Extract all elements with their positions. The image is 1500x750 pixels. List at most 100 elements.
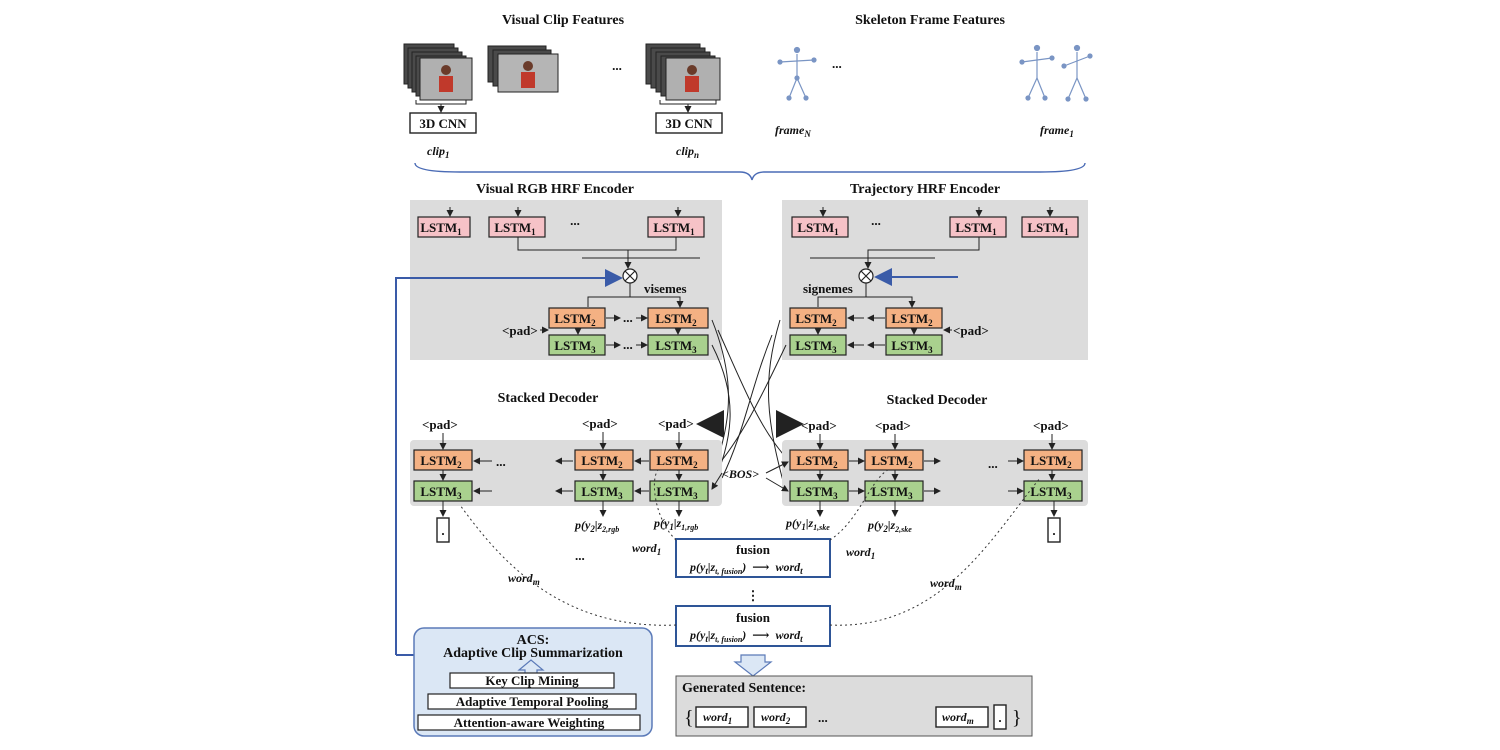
svg-text:LSTM2: LSTM2 [795,311,837,328]
left-encoder-lstm3-b: LSTM3 [647,334,709,356]
svg-text:word1: word1 [703,710,732,726]
sentence-brace-open: { [684,707,694,729]
svg-text:.: . [441,523,444,538]
clip-stack-n [645,43,721,101]
right-decoder-pad-1: <pad> [801,418,837,433]
right-decoder-ellipsis: ... [988,456,998,471]
generated-sentence-panel: Generated Sentence: { word1 word2 ... wo… [675,675,1033,737]
svg-text:fusion: fusion [736,610,771,625]
skeleton-frame-features-title: Skeleton Frame Features [855,13,1005,28]
left-encoder-pad: <pad> [502,323,538,338]
left-encoder-lstm3-a: LSTM3 [548,334,606,356]
trajectory-encoder-title: Trajectory HRF Encoder [850,182,1000,197]
left-decoder-panel [410,440,722,506]
left-decoder-pad-2: <pad> [582,416,618,431]
features-brace [414,162,1086,181]
right-encoder-lstm3-b: LSTM3 [885,334,943,356]
fusion-box-bottom: fusion p(yt|zt, fusion)⟶wordt [675,605,831,647]
generated-sentence-title: Generated Sentence: [682,681,806,696]
visemes-label: visemes [644,281,687,296]
right-prob-y2: p(y2|z2,ske [867,518,912,534]
svg-text:fusion: fusion [736,542,771,557]
right-word-1-label: word1 [846,545,875,561]
svg-text:LSTM3: LSTM3 [554,338,596,355]
svg-text:LSTM2: LSTM2 [891,311,933,328]
skeleton-figure-1b [1061,44,1093,102]
left-word-ellipsis: ... [575,548,585,563]
fusion-vdots: ⋮ [747,588,760,603]
skeleton-figure-n [777,46,817,101]
left-prob-y2: p(y2|z2,rgb [574,518,619,534]
signemes-label: signemes [803,281,853,296]
right-decoder-lstm3-a: LSTM3 [789,480,849,502]
svg-text:word2: word2 [761,710,791,726]
acs-to-encoder-arrow [395,269,623,655]
right-encoder-lstm1-c: LSTM1 [1021,207,1079,238]
generated-word-2: word2 [753,706,807,728]
right-decoder-period-box: . [1047,517,1061,543]
svg-text:LSTM3: LSTM3 [581,484,623,501]
svg-text:LSTM1: LSTM1 [420,220,462,237]
svg-text:Key Clip Mining: Key Clip Mining [485,673,579,688]
left-prob-y1: p(y1|z1,rgb [653,516,698,532]
svg-text:LSTM3: LSTM3 [891,338,933,355]
acs-item-adaptive-temporal-pooling: Adaptive Temporal Pooling [427,693,637,710]
right-encoder-pad: <pad> [953,323,989,338]
svg-text:LSTM2: LSTM2 [655,311,697,328]
left-decoder-pad-1: <pad> [422,417,458,432]
right-decoder-lstm2-c: LSTM2 [1023,449,1083,471]
3d-cnn-box-n: 3D CNN [655,112,723,134]
right-encoder-lstm2-a: LSTM2 [789,307,847,329]
acs-subtitle: Adaptive Clip Summarization [443,646,623,661]
left-encoder-lstm1-c: LSTM1 [647,207,705,238]
left-encoder-lstm2-b: LSTM2 [647,307,709,329]
left-decoder-lstm3-a: LSTM3 [413,480,473,502]
generated-period: . [993,704,1007,730]
acs-up-arrow-icon [517,659,545,675]
3d-cnn-box-1: 3D CNN [409,112,477,134]
svg-text:3D CNN: 3D CNN [665,116,713,131]
generated-ellipsis: ... [818,710,828,725]
right-decoder-pad-2: <pad> [875,418,911,433]
left-decoder-lstm3-c: LSTM3 [649,480,709,502]
right-decoder-title: Stacked Decoder [887,393,988,408]
svg-text:LSTM3: LSTM3 [655,338,697,355]
clip-stack-1 [403,43,473,101]
left-encoder-lstm1-b: LSTM1 [488,207,546,238]
left-word-m-label: wordm [508,571,540,587]
svg-text:wordm: wordm [942,710,974,726]
svg-text:.: . [998,710,1001,725]
left-decoder-period-box: . [436,517,450,543]
right-decoder-lstm3-b: LSTM3 [864,480,924,502]
visual-clip-features-title: Visual Clip Features [502,13,625,28]
fusion-box-top: fusion p(yt|zt, fusion)⟶wordt [675,538,831,578]
right-decoder-lstm3-c: LSTM3 [1023,480,1083,502]
right-word-m-label: wordm [930,576,962,592]
acs-item-attention-aware-weighting: Attention-aware Weighting [417,714,641,731]
bos-token: <BOS> [722,467,759,481]
left-decoder-ellipsis: ... [496,454,506,469]
generated-word-m: wordm [935,706,989,728]
svg-text:LSTM1: LSTM1 [797,220,839,237]
visual-rgb-encoder-title: Visual RGB HRF Encoder [476,182,634,197]
svg-text:3D CNN: 3D CNN [419,116,467,131]
right-encoder-ellipsis: ... [871,213,881,228]
left-decoder-title: Stacked Decoder [498,391,599,406]
left-encoder-lstm2-ellipsis: ... [623,310,633,325]
right-encoder-lstm2-b: LSTM2 [885,307,943,329]
left-decoder-pad-3: <pad> [658,416,694,431]
svg-text:LSTM2: LSTM2 [1030,453,1072,470]
acs-title: ACS: [517,633,550,648]
right-encoder-lstm3-a: LSTM3 [789,334,847,356]
left-decoder-lstm2-a: LSTM2 [413,449,473,471]
clip-n-label: clipn [676,144,699,160]
frame-1-label: frame1 [1040,123,1074,139]
svg-text:LSTM3: LSTM3 [420,484,462,501]
left-decoder-lstm3-b: LSTM3 [574,480,634,502]
right-decoder-pad-3: <pad> [1033,418,1069,433]
svg-text:LSTM3: LSTM3 [1030,484,1072,501]
clip-1-label: clip1 [427,144,450,160]
svg-text:LSTM3: LSTM3 [871,484,913,501]
clip-ellipsis: ... [612,58,622,73]
